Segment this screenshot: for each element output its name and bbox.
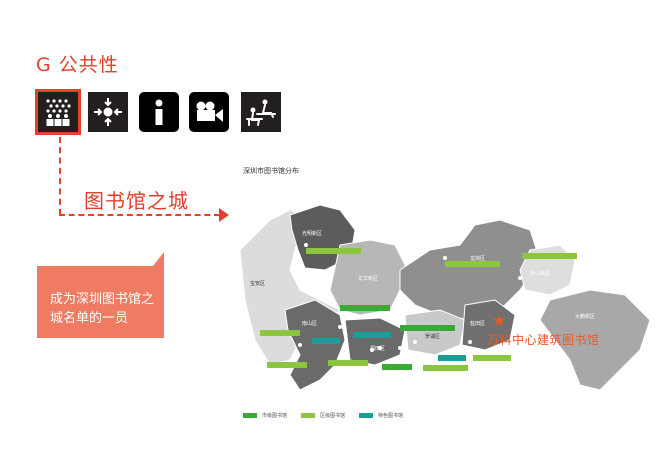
district-pingshan: [519, 244, 576, 296]
legend-swatch: [359, 413, 374, 418]
crowd-gathering-icon[interactable]: [35, 89, 81, 135]
legend-label: 特色图书馆: [378, 413, 404, 419]
legend-swatch: [301, 413, 316, 418]
callout-tail: [153, 252, 164, 266]
district-label: 龙华新区: [358, 275, 378, 282]
callout-box: [37, 266, 164, 338]
district-label: 南山区: [302, 320, 317, 327]
video-camera-icon[interactable]: [189, 92, 229, 132]
district-label: 龙岗区: [470, 255, 485, 262]
legend-label: 区级图书馆: [320, 413, 346, 419]
map-title: 深圳市图书馆分布: [243, 167, 299, 175]
flow-connector-horizontal: [59, 214, 220, 216]
legend-item-district: 区级图书馆: [301, 412, 345, 419]
district-futian: [344, 317, 406, 366]
information-icon[interactable]: [139, 92, 179, 132]
district-luohu: [404, 309, 466, 356]
legend-label: 市级图书馆: [262, 413, 288, 419]
map-legend: 市级图书馆 区级图书馆 特色图书馆: [243, 412, 403, 419]
meeting-point-icon[interactable]: [88, 92, 128, 132]
flow-connector-vertical: [59, 137, 61, 215]
district-label: 盐田区: [470, 320, 485, 327]
library-markers: [260, 243, 577, 371]
district-label: 福田区: [370, 345, 385, 352]
district-dapeng: [539, 289, 651, 391]
section-title: G 公共性: [36, 54, 119, 76]
district-label: 罗湖区: [425, 333, 440, 340]
district-yantian: [461, 299, 516, 351]
district-label: 光明新区: [302, 230, 322, 237]
callout-text: 成为深圳图书馆之城名单的一员: [50, 292, 155, 326]
library-city-label: 图书馆之城: [84, 189, 189, 213]
district-label: 坪山新区: [530, 270, 550, 277]
district-label: 宝安区: [250, 280, 265, 287]
shenzhen-library-map: 光明新区 宝安区 龙华新区 龙岗区 坪山新区 大鹏新区 南山区 福田区 罗湖区 …: [230, 190, 667, 410]
vanke-library-label: 万科中心建筑图书馆: [487, 333, 600, 347]
legend-item-city: 市级图书馆: [243, 412, 287, 419]
district-label: 大鹏新区: [575, 313, 595, 320]
star-marker-icon: ★: [492, 311, 507, 330]
seating-area-icon[interactable]: [241, 92, 281, 132]
arrow-right-icon: [219, 208, 229, 222]
legend-item-special: 特色图书馆: [359, 412, 403, 419]
legend-swatch: [243, 413, 257, 418]
